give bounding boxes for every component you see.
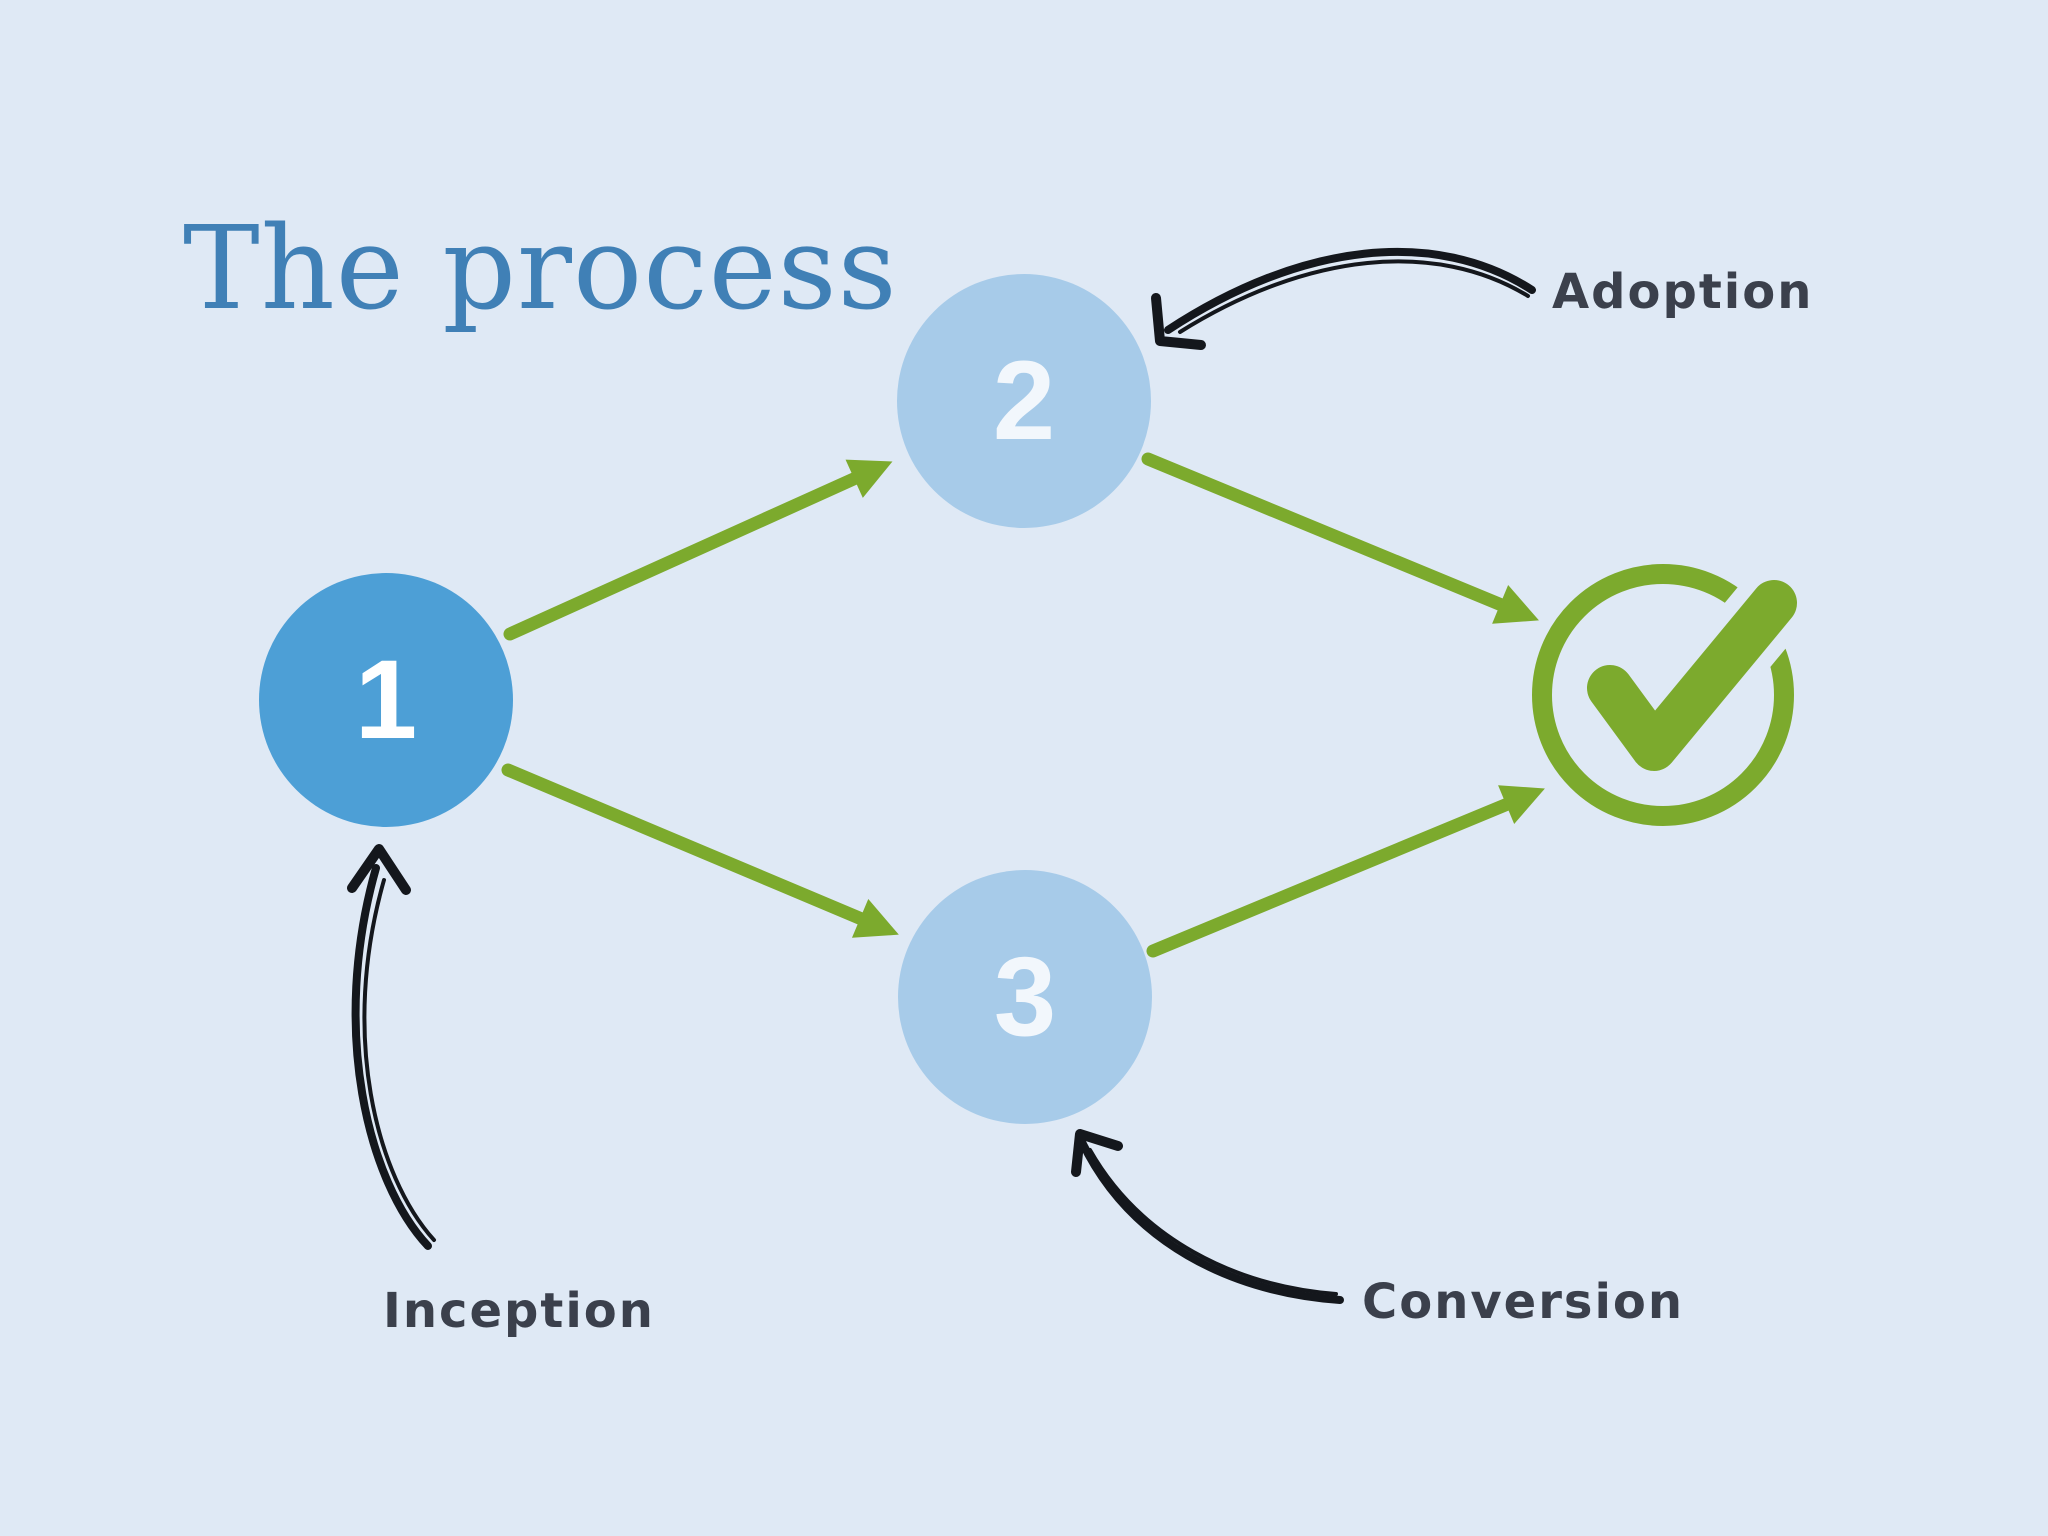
node-2-number: 2 xyxy=(992,338,1056,463)
arrow-node1-to-node3 xyxy=(501,763,899,938)
adoption-arrow xyxy=(1151,248,1536,350)
process-node-2: 2 xyxy=(897,274,1151,528)
arrow-node3-to-check xyxy=(1146,785,1545,958)
conversion-arrow xyxy=(1071,1129,1344,1304)
node-3-number: 3 xyxy=(993,934,1057,1059)
process-node-3: 3 xyxy=(898,870,1152,1124)
adoption-label: Adoption xyxy=(1552,264,1814,320)
arrow-node2-to-check xyxy=(1141,452,1539,624)
conversion-label: Conversion xyxy=(1362,1274,1685,1330)
process-node-1: 1 xyxy=(259,573,513,827)
node-1-number: 1 xyxy=(354,637,418,762)
check-circle-icon xyxy=(1532,564,1812,826)
inception-label: Inception xyxy=(383,1283,655,1339)
inception-arrow xyxy=(347,844,436,1250)
page-title: The process xyxy=(183,202,898,336)
arrow-node1-to-node2 xyxy=(503,459,893,641)
